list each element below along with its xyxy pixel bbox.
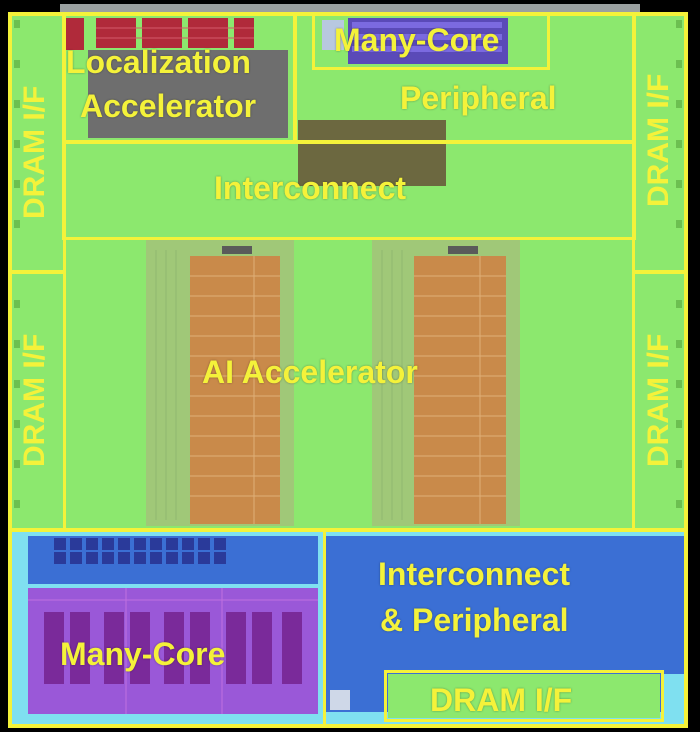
manycore-top-label: Many-Core [334, 22, 500, 58]
localization-label-line1: Localization [66, 44, 251, 80]
localization-red-arrays [66, 18, 254, 50]
dram-right-top-label: DRAM I/F [642, 73, 675, 207]
localization-label-line2: Accelerator [80, 88, 257, 124]
peripheral-label: Peripheral [400, 80, 557, 116]
manycore-cores [44, 612, 302, 684]
interconnect-peripheral-line2: & Peripheral [380, 602, 569, 638]
manycore-bottom-label: Many-Core [60, 636, 226, 672]
ai-left-sram [190, 256, 280, 524]
dram-right-bottom-label: DRAM I/F [642, 333, 675, 467]
dram-bottom-label: DRAM I/F [430, 682, 573, 718]
dram-left-top-label: DRAM I/F [18, 85, 51, 219]
interconnect-peripheral-line1: Interconnect [378, 556, 571, 592]
ai-right-sram [414, 256, 506, 524]
ai-accelerator-label: AI Accelerator [202, 354, 418, 390]
olive-macro [298, 120, 446, 186]
dram-left-bottom-label: DRAM I/F [18, 333, 51, 467]
dram-pad-marks [14, 20, 682, 508]
localization-core-area [88, 50, 288, 138]
manycore-sram-bank [54, 538, 226, 564]
top-edge-strip [60, 4, 640, 14]
bottom-dram-area [388, 674, 660, 718]
interconnect-label: Interconnect [214, 170, 407, 206]
ai-sram-rows [190, 256, 506, 524]
outline-manycore-bottom [8, 528, 326, 728]
outline-dram-bottom [384, 670, 664, 722]
